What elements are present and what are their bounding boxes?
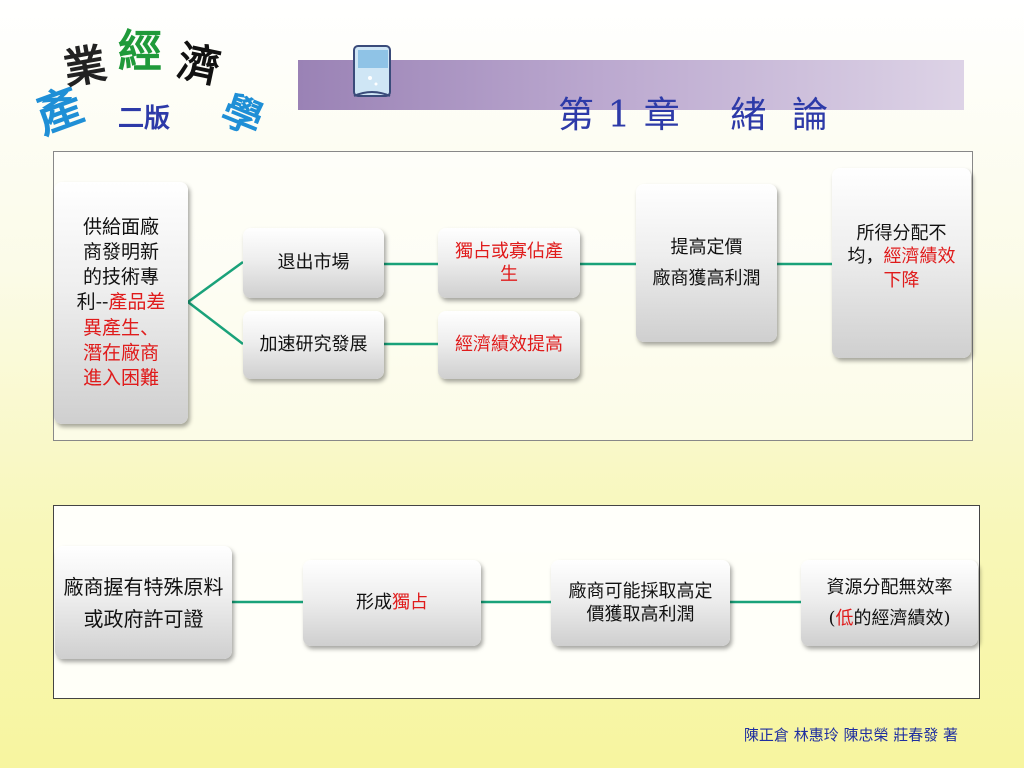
node-form-monopoly-red: 獨占: [392, 592, 428, 614]
connector-source-exit: [187, 260, 244, 304]
node-monopoly-oligopoly: 獨占或寡佔產生: [438, 228, 580, 298]
node-form-monopoly-text: 形成獨占: [356, 591, 428, 614]
node-tech-patent-line4-red: 產品差: [108, 291, 166, 314]
node-raw-material-line1: 廠商握有特殊原料: [63, 574, 224, 599]
node-income-unequal-black: 所得分配不均，: [847, 223, 947, 268]
node-form-monopoly-black: 形成: [356, 592, 392, 614]
node-inefficiency-low: 低: [835, 608, 854, 629]
book-icon: [353, 45, 391, 97]
node-raw-material: 廠商握有特殊原料 或政府許可證: [55, 546, 232, 659]
node-income-unequal: 所得分配不均，經濟績效下降: [832, 168, 971, 358]
node-high-price-label: 廠商可能採取高定價獲取高利潤: [568, 580, 713, 625]
footer-authors: 陳正倉 林惠玲 陳忠榮 莊春發 著: [743, 726, 958, 744]
node-inefficiency-line2: (低的經濟績效): [828, 607, 950, 630]
node-tech-patent-line5: 異產生、: [82, 316, 159, 339]
node-inefficiency-rest: 的經濟績效): [853, 608, 951, 629]
node-tech-patent-line3: 的技術專: [82, 266, 159, 289]
node-monopoly-oligopoly-label: 獨占或寡佔產生: [455, 240, 563, 285]
node-accelerate-rd-label: 加速研究發展: [259, 334, 368, 356]
node-high-price: 廠商可能採取高定價獲取高利潤: [551, 560, 730, 646]
node-efficiency-up: 經濟績效提高: [438, 311, 580, 379]
node-tech-patent-line6: 潛在廠商: [82, 341, 159, 364]
connector-source-accel: [187, 301, 244, 345]
node-tech-patent: 供給面廠 商發明新 的技術專 利--產品差 異產生、 潛在廠商 進入困難: [54, 182, 188, 424]
node-tech-patent-line4-black: 利--: [76, 291, 109, 314]
node-accelerate-rd: 加速研究發展: [243, 311, 384, 379]
node-tech-patent-line2: 商發明新: [82, 241, 159, 264]
node-inefficiency-line1: 資源分配無效率: [826, 576, 953, 598]
header-band: [298, 60, 964, 110]
node-income-unequal-red: 經濟績效下降: [883, 246, 956, 291]
node-tech-patent-line7: 進入困難: [82, 366, 159, 389]
node-raise-price: 提高定價 廠商獲高利潤: [636, 184, 777, 342]
node-form-monopoly: 形成獨占: [303, 560, 481, 646]
node-tech-patent-line1: 供給面廠: [82, 216, 159, 239]
node-efficiency-up-label: 經濟績效提高: [455, 334, 563, 356]
chapter-title: 第 1 章 緒 論: [558, 95, 830, 136]
node-inefficiency-open: (: [828, 608, 836, 629]
node-raise-price-line1: 提高定價: [670, 236, 743, 258]
node-raise-price-line2: 廠商獲高利潤: [652, 268, 761, 289]
logo-edition: 二版: [118, 104, 171, 134]
node-raw-material-line2: 或政府許可證: [83, 606, 204, 631]
node-exit-market: 退出市場: [243, 228, 384, 298]
node-tech-patent-line4: 利--產品差: [77, 290, 166, 315]
node-income-unequal-text: 所得分配不均，經濟績效下降: [842, 222, 961, 292]
node-inefficiency: 資源分配無效率 (低的經濟績效): [801, 560, 978, 646]
node-exit-market-label: 退出市場: [277, 252, 350, 274]
logo-char-jing: 經: [118, 26, 162, 77]
